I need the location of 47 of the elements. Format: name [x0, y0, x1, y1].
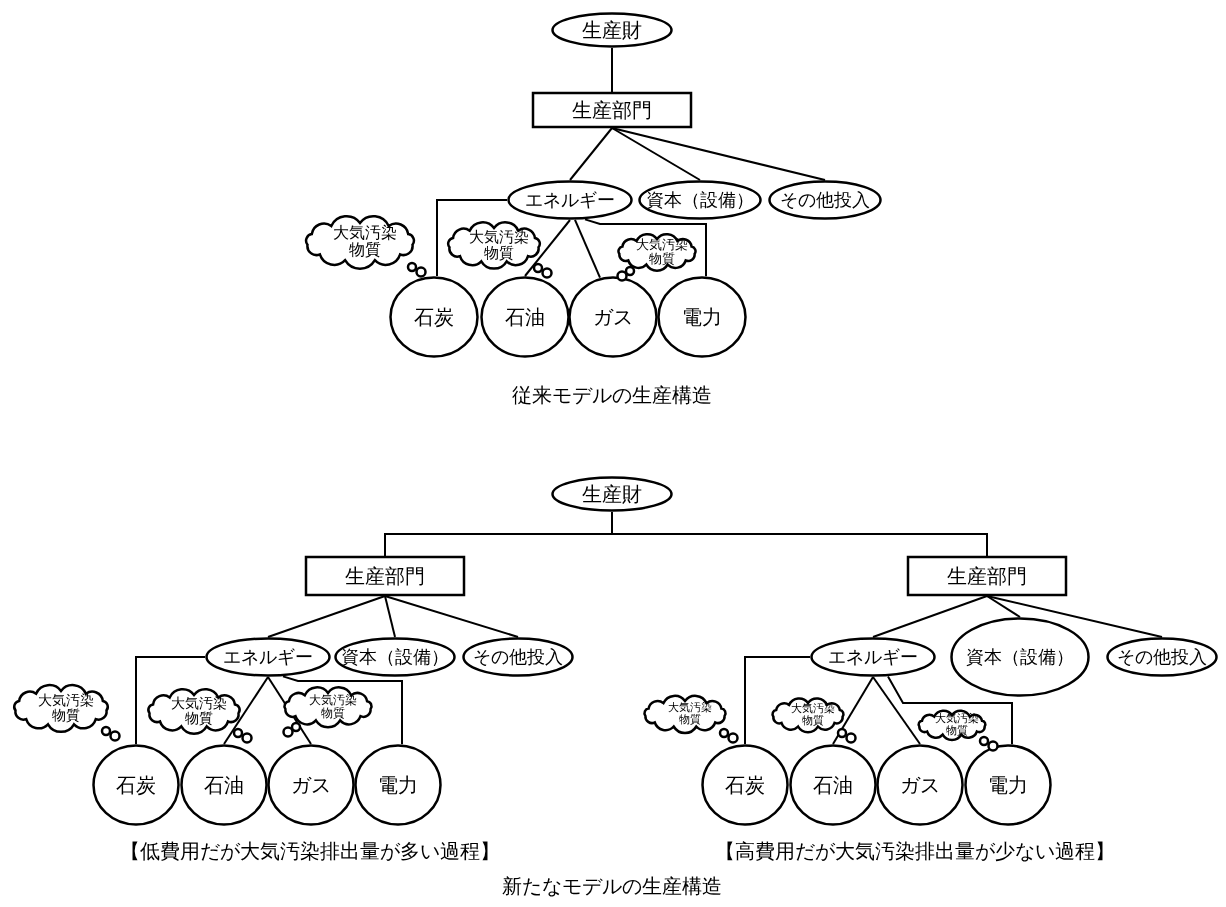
connector-line — [832, 676, 874, 745]
circle-node: 電力 — [657, 276, 747, 358]
oval-node: その他投入 — [768, 180, 882, 220]
oval-node: 生産財 — [551, 12, 673, 48]
circle-node: 石炭 — [92, 744, 180, 826]
circle-node: 石炭 — [389, 276, 479, 358]
oval-node: エネルギー — [507, 180, 633, 220]
panel-caption: 【低費用だが大気汚染排出量が多い過程】 — [120, 838, 500, 865]
oval-node: エネルギー — [205, 637, 331, 677]
circle-node: 石炭 — [701, 744, 789, 826]
circle-node: 石油 — [789, 744, 877, 826]
rectangle-box: 生産部門 — [907, 556, 1067, 596]
connector-line — [223, 676, 269, 745]
circle-node: ガス — [876, 744, 964, 826]
connector-line — [569, 127, 613, 181]
rectangle-box: 生産部門 — [305, 556, 465, 596]
circle-node: 電力 — [964, 744, 1052, 826]
connector-line — [267, 595, 386, 638]
circle-node: 石油 — [480, 276, 570, 358]
connector-line — [872, 595, 988, 638]
connector-line — [584, 218, 707, 278]
circle-node: ガス — [267, 744, 355, 826]
circle-node: ガス — [568, 276, 658, 358]
connector-line — [135, 656, 206, 745]
connector-line — [282, 675, 403, 746]
oval-node: その他投入 — [462, 637, 574, 677]
oval-node: 資本（設備） — [950, 617, 1090, 697]
oval-node: 資本（設備） — [334, 637, 456, 677]
connector-line — [574, 218, 601, 279]
oval-node: エネルギー — [810, 637, 936, 677]
oval-node: 生産財 — [551, 476, 673, 512]
oval-node: 資本（設備） — [638, 180, 762, 220]
connector-line — [986, 595, 1021, 618]
connector-line — [744, 656, 811, 745]
figure-caption: 新たなモデルの生産構造 — [502, 873, 722, 900]
circle-node: 石油 — [180, 744, 268, 826]
oval-node: その他投入 — [1106, 637, 1218, 677]
connector-line — [436, 199, 508, 278]
figure-caption: 従来モデルの生産構造 — [512, 382, 712, 409]
connector-line — [611, 47, 613, 93]
connector-line — [611, 127, 701, 181]
connector-line — [384, 595, 396, 638]
connector-line — [524, 219, 571, 277]
connector-line — [887, 675, 1013, 746]
panel-caption: 【高費用だが大気汚染排出量が少ない過程】 — [715, 838, 1115, 865]
rectangle-box: 生産部門 — [532, 92, 692, 128]
circle-node: 電力 — [354, 744, 442, 826]
